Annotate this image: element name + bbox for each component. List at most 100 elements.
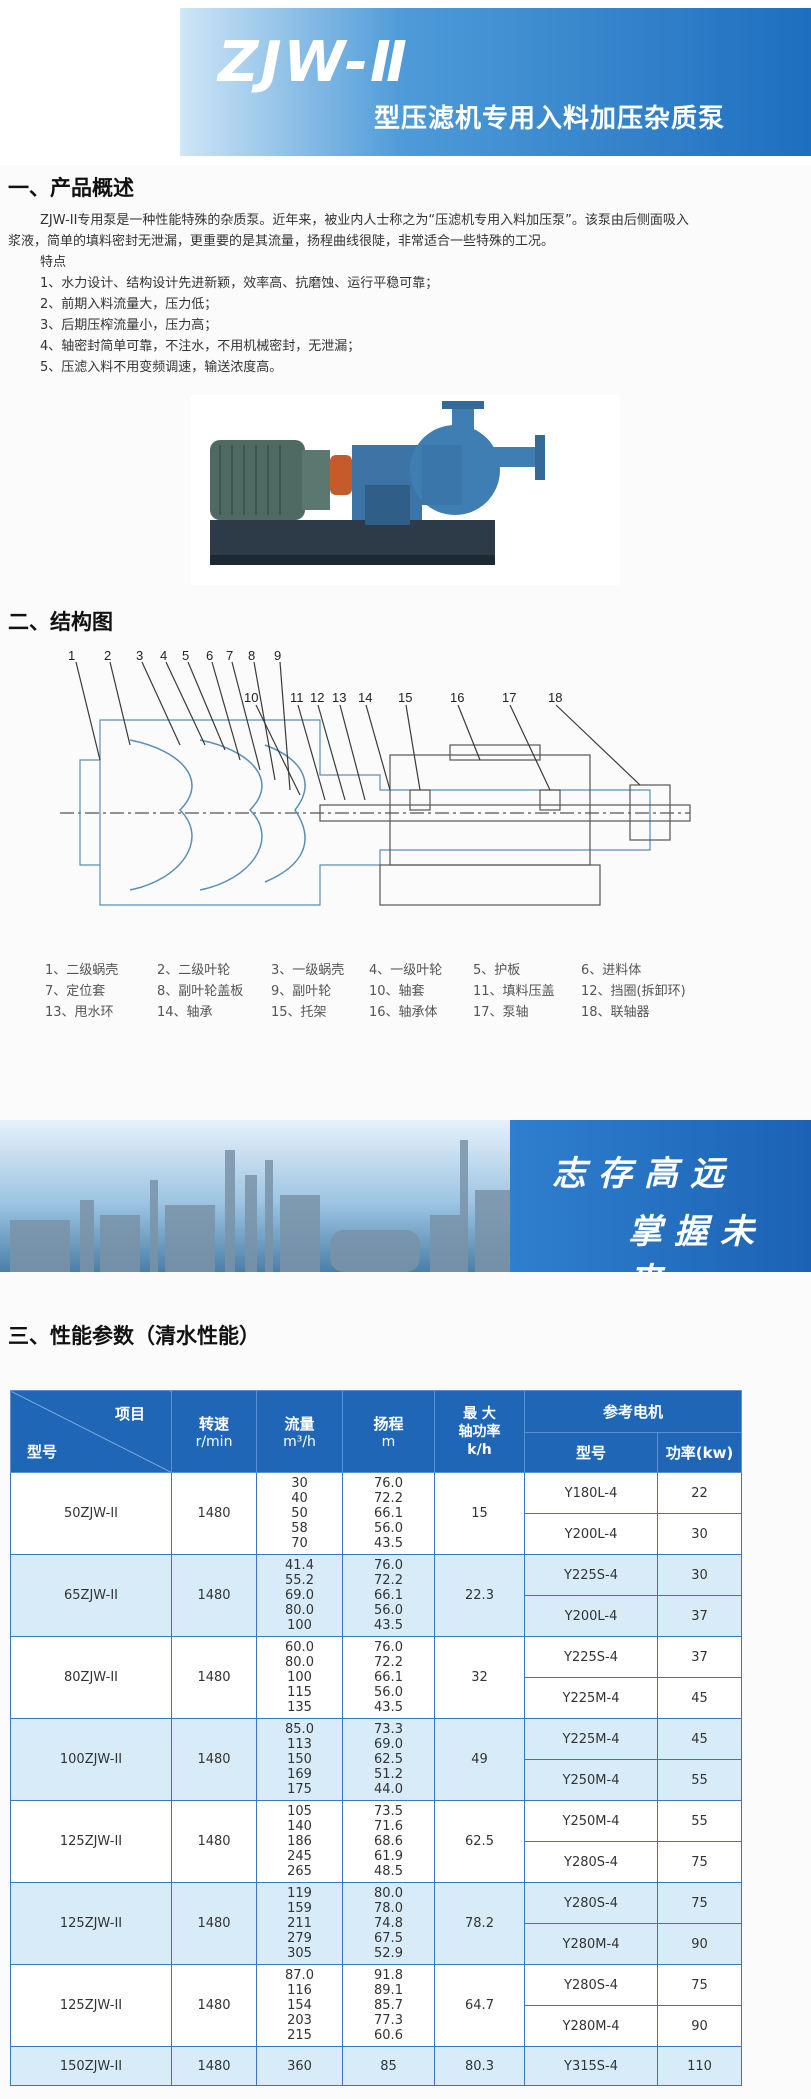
callout-label: 1 — [68, 650, 75, 663]
feature-item: 3、后期压榨流量小，压力高； — [40, 318, 218, 333]
power-cell: 62.5 — [434, 1800, 525, 1883]
flow-cell: 60.0 80.0 100 115 135 — [256, 1636, 343, 1719]
motor-power-cell: 30 — [656, 1513, 743, 1555]
flow-cell: 85.0 113 150 169 175 — [256, 1718, 343, 1801]
power-cell: 64.7 — [434, 1964, 525, 2047]
table-subheader-row: 型号 功率(kw) — [11, 1432, 743, 1473]
header-blue-band — [180, 8, 811, 156]
callout-label: 3 — [136, 650, 143, 663]
model-header: 型号 — [27, 1443, 58, 1461]
motor-model-cell: Y225S-4 — [524, 1554, 658, 1596]
callout-label: 7 — [226, 650, 233, 663]
legend-item: 9、副叶轮 — [271, 984, 332, 999]
structure-drawing: 1 2 3 4 5 6 7 8 9 10 11 12 13 14 15 16 1… — [60, 650, 691, 906]
intro-line-2: 浆液，简单的填料密封无泄漏，更重要的是其流量，扬程曲线很陡，非常适合一些特殊的工… — [8, 234, 555, 249]
legend-item: 12、挡圈(拆卸环) — [581, 984, 686, 999]
speed-cell: 1480 — [171, 1882, 257, 1965]
industrial-banner: 志存高远 掌握未来 — [0, 1120, 811, 1272]
motor-model-cell: Y250M-4 — [524, 1759, 658, 1801]
callout-label: 10 — [244, 690, 258, 705]
callout-label: 4 — [160, 650, 167, 663]
legend-item: 14、轴承 — [157, 1005, 213, 1020]
callout-label: 12 — [310, 690, 324, 705]
features-title: 特点 — [40, 255, 67, 270]
legend-item: 5、护板 — [473, 963, 521, 978]
callout-label: 5 — [182, 650, 189, 663]
motor-body — [210, 440, 305, 520]
motor-model-cell: Y225S-4 — [524, 1636, 658, 1678]
head-cell: 76.0 72.2 66.1 56.0 43.5 — [342, 1472, 435, 1555]
motor-model-cell: Y250M-4 — [524, 1800, 658, 1842]
slogan-line-1: 志存高远 — [552, 1154, 736, 1194]
motor-power-cell: 55 — [656, 1759, 743, 1801]
overview-intro: ZJW-II专用泵是一种性能特殊的杂质泵。近年来，被业内人士称之为“压滤机专用入… — [8, 210, 800, 378]
legend-item: 13、甩水环 — [45, 1005, 114, 1020]
model-cell: 125ZJW-II — [10, 1882, 172, 1965]
feature-item: 5、压滤入料不用变频调速，输送浓度高。 — [40, 360, 283, 375]
refinery-skyline — [10, 1140, 515, 1272]
legend-row: 1、二级蜗壳 2、二级叶轮 3、一级蜗壳 4、一级叶轮 5、护板 6、进料体 — [44, 958, 702, 979]
motor-power-cell: 90 — [656, 2005, 743, 2047]
item-header: 项目 — [114, 1405, 145, 1423]
model-cell: 125ZJW-II — [10, 1800, 172, 1883]
model-cell: 100ZJW-II — [10, 1718, 172, 1801]
speed-cell: 1480 — [171, 1636, 257, 1719]
callout-label: 8 — [248, 650, 255, 663]
power-cell: 49 — [434, 1718, 525, 1801]
callout-label: 13 — [332, 690, 346, 705]
speed-cell: 1480 — [171, 1718, 257, 1801]
motor-power-cell: 110 — [656, 2046, 743, 2086]
inlet-pipe — [490, 447, 540, 467]
parts-legend: 1、二级蜗壳 2、二级叶轮 3、一级蜗壳 4、一级叶轮 5、护板 6、进料体 7… — [44, 958, 702, 1021]
slogan-line-2: 掌握未来 — [628, 1212, 766, 1272]
callout-label: 9 — [274, 650, 281, 663]
power-cell: 32 — [434, 1636, 525, 1719]
motor-power-cell: 37 — [656, 1595, 743, 1637]
head-cell: 76.0 72.2 66.1 56.0 43.5 — [342, 1554, 435, 1637]
flow-unit: m³/h — [283, 1434, 316, 1450]
motor-model-cell: Y315S-4 — [524, 2046, 658, 2086]
flow-cell: 105 140 186 245 265 — [256, 1800, 343, 1883]
structure-heading: 二、结构图 — [8, 610, 113, 634]
power-cell: 80.3 — [434, 2046, 525, 2086]
power-header: 最 大 轴功率 k/h — [434, 1390, 525, 1473]
motor-header: 参考电机 — [523, 1390, 743, 1433]
motor-model-cell: Y280S-4 — [524, 1841, 658, 1883]
motor-power-cell: 75 — [656, 1882, 743, 1924]
flow-cell: 119 159 211 279 305 — [256, 1882, 343, 1965]
flow-cell: 41.4 55.2 69.0 80.0 100 — [256, 1554, 343, 1637]
callout-label: 17 — [502, 690, 516, 705]
motor-power-cell: 22 — [656, 1472, 743, 1514]
product-subtitle: 型压滤机专用入料加压杂质泵 — [374, 104, 726, 134]
legend-item: 17、泵轴 — [473, 1005, 529, 1020]
motor-model-header: 型号 — [524, 1432, 658, 1473]
product-title: ZJW-Ⅱ — [218, 30, 409, 95]
motor-power-cell: 45 — [656, 1718, 743, 1760]
outlet-pipe — [452, 405, 474, 440]
slogan-panel — [510, 1120, 811, 1272]
power-cell: 22.3 — [434, 1554, 525, 1637]
model-cell: 65ZJW-II — [10, 1554, 172, 1637]
legend-item: 10、轴套 — [369, 984, 425, 999]
motor-power-cell: 30 — [656, 1554, 743, 1596]
speed-cell: 1480 — [171, 1964, 257, 2047]
motor-power-cell: 75 — [656, 1841, 743, 1883]
motor-model-cell: Y280S-4 — [524, 1964, 658, 2006]
flow-cell: 87.0 116 154 203 215 — [256, 1964, 343, 2047]
motor-power-cell: 37 — [656, 1636, 743, 1678]
legend-item: 11、填料压盖 — [473, 984, 555, 999]
model-cell: 150ZJW-II — [10, 2046, 172, 2086]
motor-power-cell: 55 — [656, 1800, 743, 1842]
head-cell: 73.3 69.0 62.5 51.2 44.0 — [342, 1718, 435, 1801]
head-cell: 76.0 72.2 66.1 56.0 43.5 — [342, 1636, 435, 1719]
callout-label: 6 — [206, 650, 213, 663]
speed-cell: 1480 — [171, 1800, 257, 1883]
